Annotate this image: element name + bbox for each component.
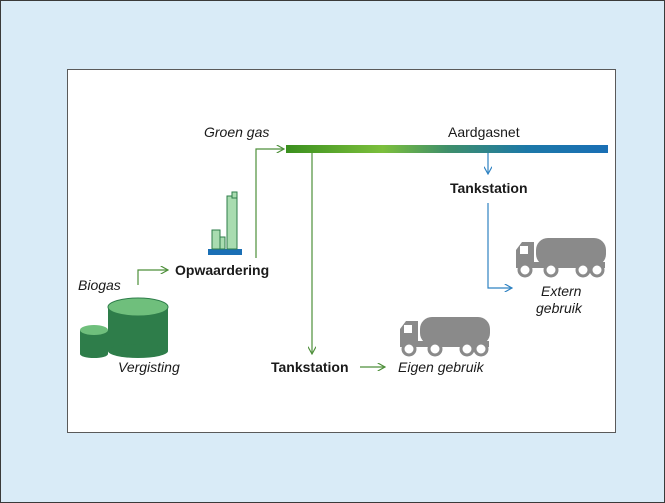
truck-icon <box>516 238 606 278</box>
extern-label-line1: Extern <box>541 283 582 299</box>
tankstation-top-label: Tankstation <box>450 180 528 196</box>
biogas-arrow <box>137 270 168 285</box>
groen-gas-arrow <box>255 149 284 258</box>
biogas-label: Biogas <box>78 277 121 293</box>
extern-gebruik-arrow <box>487 203 512 288</box>
vergisting-label: Vergisting <box>118 359 180 375</box>
tankstation-bottom-label: Tankstation <box>271 359 349 375</box>
aardgasnet-label: Aardgasnet <box>448 124 520 140</box>
upgrading-plant-icon <box>208 191 242 255</box>
digester-icon <box>80 297 169 358</box>
eigen-gebruik-label: Eigen gebruik <box>398 359 484 375</box>
groen-gas-label: Groen gas <box>204 124 270 140</box>
extern-label-line2: gebruik <box>536 300 582 316</box>
gas-pipeline-bar <box>286 145 608 153</box>
opwaardering-label: Opwaardering <box>175 262 270 278</box>
truck-icon <box>400 317 490 357</box>
